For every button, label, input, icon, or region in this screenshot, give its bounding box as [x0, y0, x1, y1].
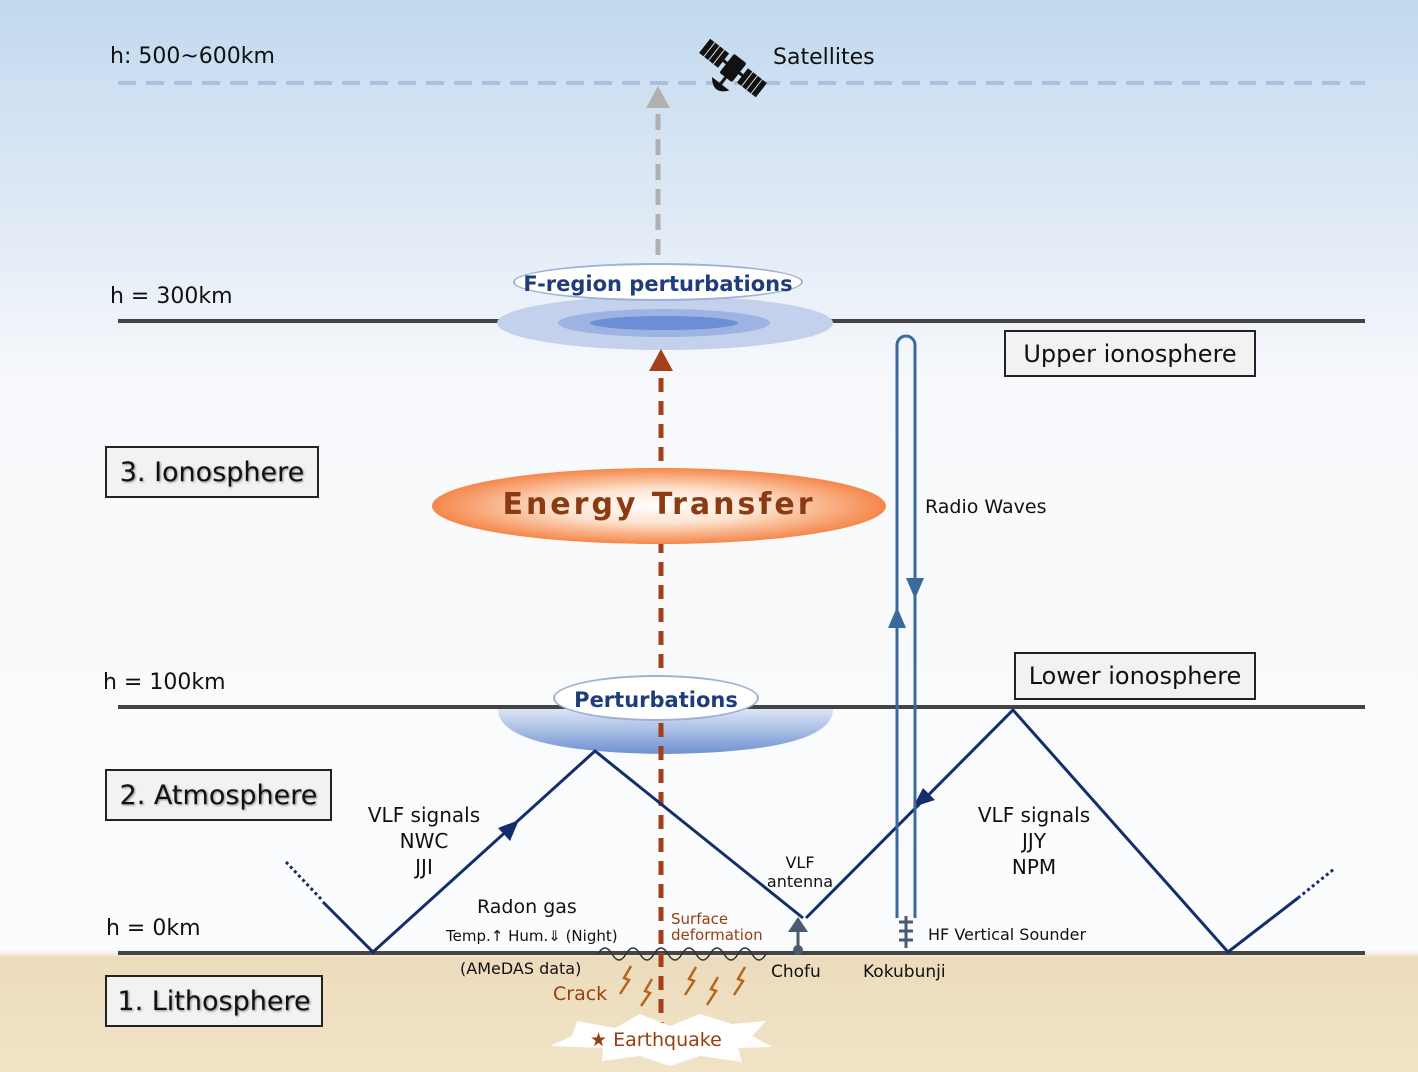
vlf-right-title: VLF signals — [977, 803, 1091, 827]
satellites-label: Satellites — [773, 45, 875, 70]
vlf-path-left — [321, 749, 804, 955]
lower-ionosphere-box: Lower ionosphere — [1014, 652, 1256, 700]
vlf-right-station-1: JJY — [1021, 829, 1047, 853]
hf-sounder-icon — [899, 916, 913, 948]
vlf-left-dotted — [284, 860, 323, 901]
vlf-right-dotted — [1297, 867, 1335, 900]
radio-wave-loop — [895, 334, 917, 918]
surface-deformation-label: Surface deformation — [671, 911, 763, 943]
perturbation-cap — [498, 709, 833, 754]
lithosphere-box: 1. Lithosphere — [105, 975, 323, 1027]
vlf-left-station-2: JJI — [415, 855, 433, 879]
hf-sounder-label: HF Vertical Sounder — [928, 925, 1087, 944]
kokubunji-label: Kokubunji — [863, 962, 946, 982]
radio-up-arrowhead — [888, 607, 906, 628]
amedas-label: (AMeDAS data) — [460, 959, 582, 978]
vlf-signals-right: VLF signals JJY NPM — [978, 802, 1090, 880]
satellite-link-arrowhead — [646, 86, 670, 108]
vlf-left-station-1: NWC — [399, 829, 449, 853]
radio-waves-label: Radio Waves — [925, 496, 1047, 518]
vlf-left-title: VLF signals — [367, 803, 481, 827]
atmosphere-box: 2. Atmosphere — [105, 769, 332, 821]
vlf-right-station-2: NPM — [1011, 855, 1057, 879]
energy-transfer-ellipse — [432, 468, 886, 544]
energy-arrowhead — [649, 349, 673, 371]
ionosphere-box: 3. Ionosphere — [105, 446, 319, 498]
vlf-antenna-line-1: VLF — [785, 853, 815, 872]
perturbations-label: Perturbations — [553, 675, 759, 721]
altitude-satellite-label: h: 500~600km — [110, 44, 275, 69]
radio-down-arrowhead — [906, 578, 924, 599]
vlf-path-right — [804, 707, 1299, 955]
vlf-right-arrowhead — [913, 788, 935, 807]
upper-ionosphere-box: Upper ionosphere — [1004, 330, 1256, 377]
surface-deformation-wave — [597, 947, 767, 961]
earthquake-label: ★ Earthquake — [590, 1029, 722, 1051]
vlf-antenna-label: VLF antenna — [767, 853, 833, 891]
earthquake-burst — [550, 1014, 772, 1066]
surface-deformation-line-2: deformation — [671, 926, 763, 944]
temp-hum-label: Temp.↑ Hum.⇓ (Night) — [446, 927, 618, 945]
antenna-icon — [788, 917, 808, 955]
vlf-signals-left: VLF signals NWC JJI — [368, 802, 480, 880]
radon-gas-label: Radon gas — [477, 896, 577, 918]
surface-deformation-line-1: Surface — [671, 910, 729, 928]
energy-transfer-label: Energy Transfer — [502, 487, 816, 522]
vlf-antenna-line-2: antenna — [766, 872, 834, 891]
crack-label: Crack — [553, 983, 608, 1005]
vlf-left-arrowhead — [498, 820, 519, 841]
crack-icon — [618, 965, 747, 1007]
f-region-perturbations-label: F-region perturbations — [513, 263, 803, 301]
satellite-icon — [699, 38, 767, 98]
altitude-0km-label: h = 0km — [106, 916, 201, 941]
chofu-label: Chofu — [771, 962, 821, 982]
f-region-disc-inner — [590, 316, 738, 330]
altitude-300km-label: h = 300km — [110, 284, 233, 309]
altitude-100km-label: h = 100km — [103, 670, 226, 695]
